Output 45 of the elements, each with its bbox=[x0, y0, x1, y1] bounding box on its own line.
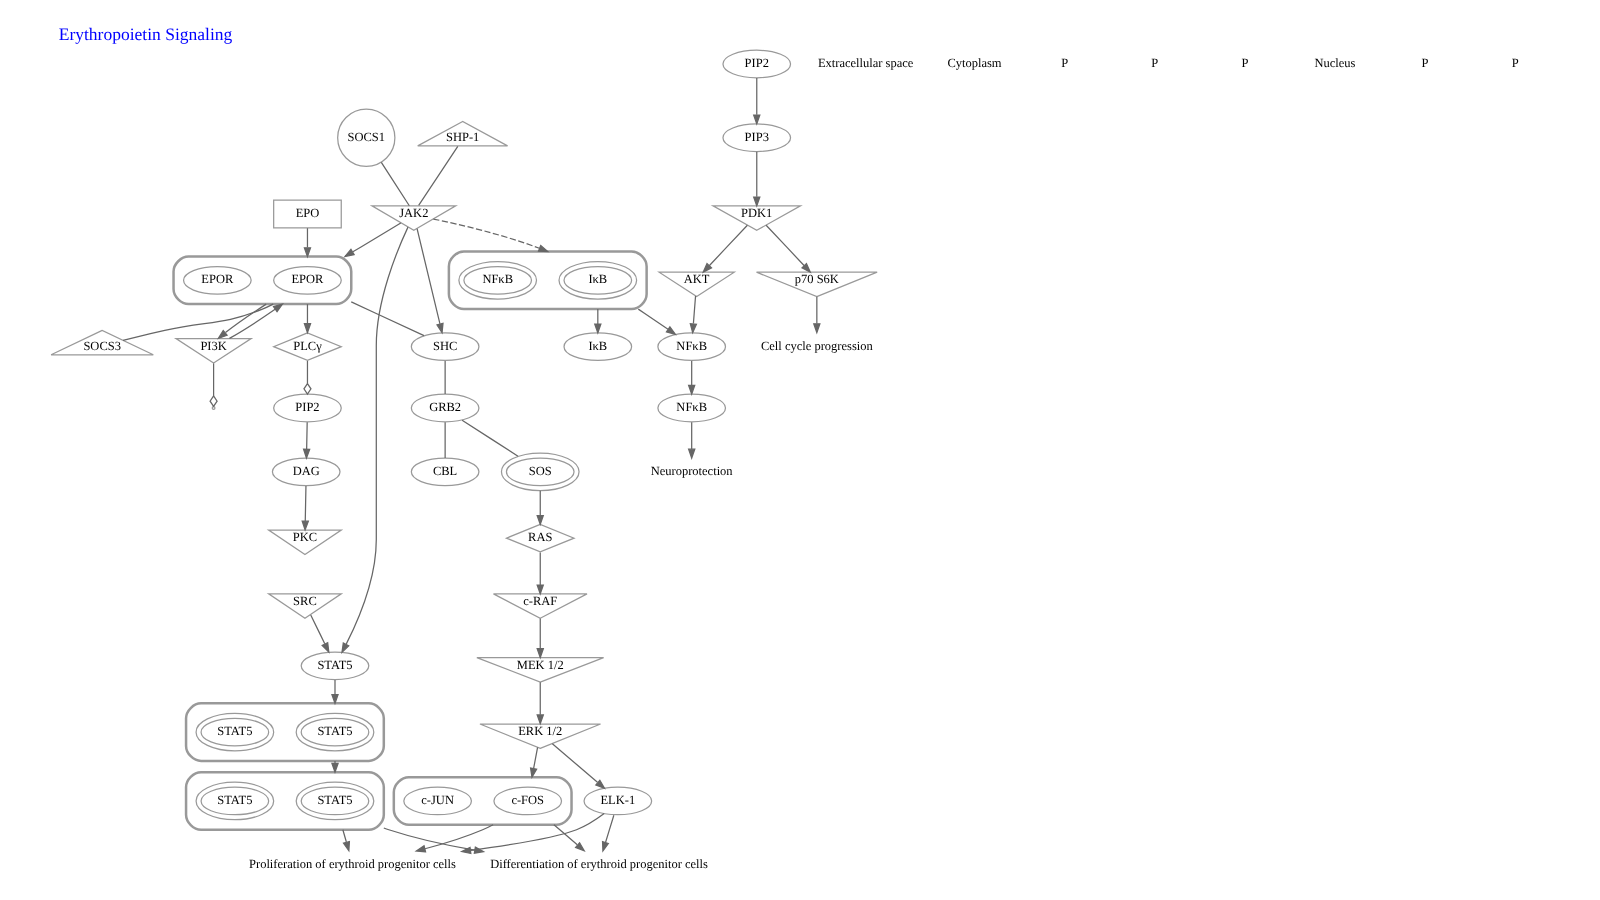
cluster bbox=[184, 770, 386, 831]
arrow bbox=[301, 485, 310, 532]
arrow bbox=[303, 303, 312, 335]
connector bbox=[444, 360, 446, 395]
arrow bbox=[341, 226, 409, 654]
connector bbox=[303, 360, 312, 396]
arrow bbox=[310, 614, 330, 654]
connector bbox=[212, 362, 215, 397]
arrow bbox=[812, 296, 821, 335]
arrow bbox=[536, 617, 545, 660]
arrow bbox=[752, 77, 761, 126]
connector bbox=[461, 419, 519, 457]
arrow bbox=[689, 295, 698, 335]
cluster bbox=[172, 255, 353, 306]
arrow bbox=[536, 681, 545, 726]
arrow bbox=[687, 421, 696, 460]
arrow bbox=[302, 421, 311, 460]
arrow bbox=[536, 490, 545, 527]
diagram-title: Erythropoietin Signaling bbox=[58, 24, 233, 45]
arrow bbox=[637, 308, 677, 336]
arrow bbox=[331, 760, 339, 775]
arrow bbox=[303, 227, 312, 259]
arrow bbox=[765, 224, 812, 274]
arrow bbox=[701, 224, 748, 274]
arrow bbox=[553, 824, 586, 853]
arrow bbox=[551, 743, 606, 790]
arrow bbox=[536, 551, 545, 596]
arrow bbox=[228, 303, 284, 340]
connector bbox=[350, 301, 425, 337]
arrow bbox=[416, 228, 444, 335]
cluster bbox=[392, 775, 573, 826]
connector bbox=[418, 145, 459, 207]
arrow bbox=[752, 151, 761, 208]
connector bbox=[380, 161, 410, 207]
arrow bbox=[343, 222, 402, 258]
arrow bbox=[529, 746, 539, 780]
cluster bbox=[447, 250, 648, 311]
arrow bbox=[342, 829, 351, 853]
arrow bbox=[432, 218, 550, 253]
arrow bbox=[601, 814, 615, 853]
connector bbox=[444, 421, 446, 459]
arrow bbox=[216, 303, 267, 340]
arrow bbox=[687, 360, 696, 396]
connector bbox=[122, 303, 274, 341]
arrow bbox=[331, 679, 339, 706]
